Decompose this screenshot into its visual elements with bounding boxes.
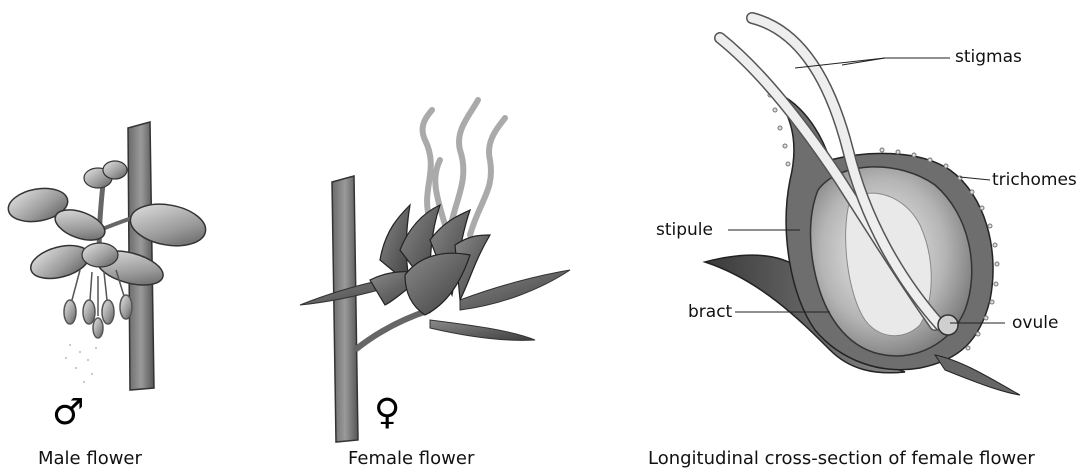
cross-section-illustration: [705, 18, 1020, 395]
male-bud: [82, 243, 118, 267]
leader-trichomes: [960, 177, 990, 180]
label-stigmas: stigmas: [955, 47, 1022, 67]
caption-female-flower: Female flower: [348, 448, 474, 470]
ovule-shape: [938, 315, 958, 335]
peduncle: [935, 355, 1020, 395]
female-leaf: [430, 320, 535, 340]
female-symbol-icon: ♀: [374, 395, 400, 431]
male-bud: [103, 161, 127, 179]
female-stem: [332, 176, 358, 442]
pollen-dots: [65, 344, 97, 383]
label-bract: bract: [688, 302, 732, 322]
male-bud: [27, 240, 93, 285]
caption-male-flower: Male flower: [38, 448, 142, 470]
female-leaf: [460, 270, 570, 310]
male-symbol-icon: ♂: [52, 395, 84, 431]
female-flower-illustration: [300, 100, 570, 442]
caption-cross-section: Longitudinal cross-section of female flo…: [648, 448, 1035, 470]
label-ovule: ovule: [1012, 313, 1058, 333]
leader-stigmas: [842, 58, 885, 65]
label-stipule: stipule: [656, 220, 713, 240]
male-flower-illustration: [6, 122, 209, 390]
label-trichomes: trichomes: [992, 170, 1077, 190]
female-pedicel: [355, 310, 430, 350]
